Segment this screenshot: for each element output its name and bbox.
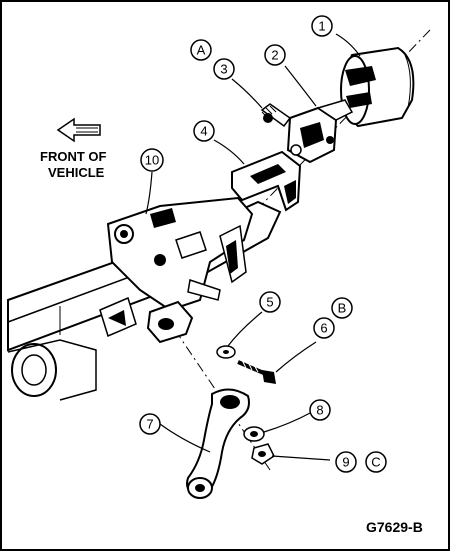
callout-3-text: 3 bbox=[220, 62, 227, 77]
mounting-bracket bbox=[231, 150, 302, 212]
callout-7: 7 bbox=[139, 413, 161, 435]
front-label-line1: FRONT OF bbox=[40, 149, 106, 164]
arm-nut bbox=[251, 443, 275, 465]
figure-id: G7629-B bbox=[366, 519, 423, 535]
callout-4-text: 4 bbox=[200, 124, 207, 139]
callout-7-text: 7 bbox=[146, 417, 153, 432]
callout-2: 2 bbox=[264, 44, 286, 66]
letter-c-text: C bbox=[371, 455, 380, 470]
mounting-bolt bbox=[237, 359, 276, 384]
universal-joint bbox=[286, 99, 354, 164]
callout-9: 9 bbox=[335, 451, 357, 473]
callout-10-text: 10 bbox=[145, 153, 159, 168]
letter-b-text: B bbox=[338, 301, 347, 316]
callout-8-text: 8 bbox=[316, 403, 323, 418]
frame-bushing bbox=[7, 339, 97, 401]
nut-washer bbox=[216, 345, 236, 359]
callout-9-text: 9 bbox=[342, 455, 349, 470]
front-label-line2: VEHICLE bbox=[48, 165, 105, 180]
callout-6-text: 6 bbox=[320, 321, 327, 336]
front-arrow-icon bbox=[56, 117, 101, 143]
leader-lines bbox=[145, 33, 361, 461]
callout-10: 10 bbox=[140, 148, 164, 172]
callout-1: 1 bbox=[311, 15, 333, 37]
idler-arm bbox=[186, 388, 250, 499]
arm-washer bbox=[243, 426, 265, 442]
pinch-bolt bbox=[260, 103, 292, 128]
idler-bracket bbox=[146, 300, 194, 344]
letter-callout-c: C bbox=[365, 451, 387, 473]
letter-callout-b: B bbox=[331, 297, 353, 319]
callout-4: 4 bbox=[193, 120, 215, 142]
steering-gear-housing bbox=[340, 46, 415, 128]
letter-a-text: A bbox=[197, 43, 206, 58]
callout-8: 8 bbox=[309, 399, 331, 421]
callout-6: 6 bbox=[313, 317, 335, 339]
callout-5-text: 5 bbox=[266, 295, 273, 310]
callout-5: 5 bbox=[259, 291, 281, 313]
letter-callout-a: A bbox=[190, 39, 212, 61]
callout-3: 3 bbox=[213, 58, 235, 80]
crossmember-mount bbox=[99, 196, 254, 338]
callout-1-text: 1 bbox=[318, 19, 325, 34]
callout-2-text: 2 bbox=[271, 48, 278, 63]
